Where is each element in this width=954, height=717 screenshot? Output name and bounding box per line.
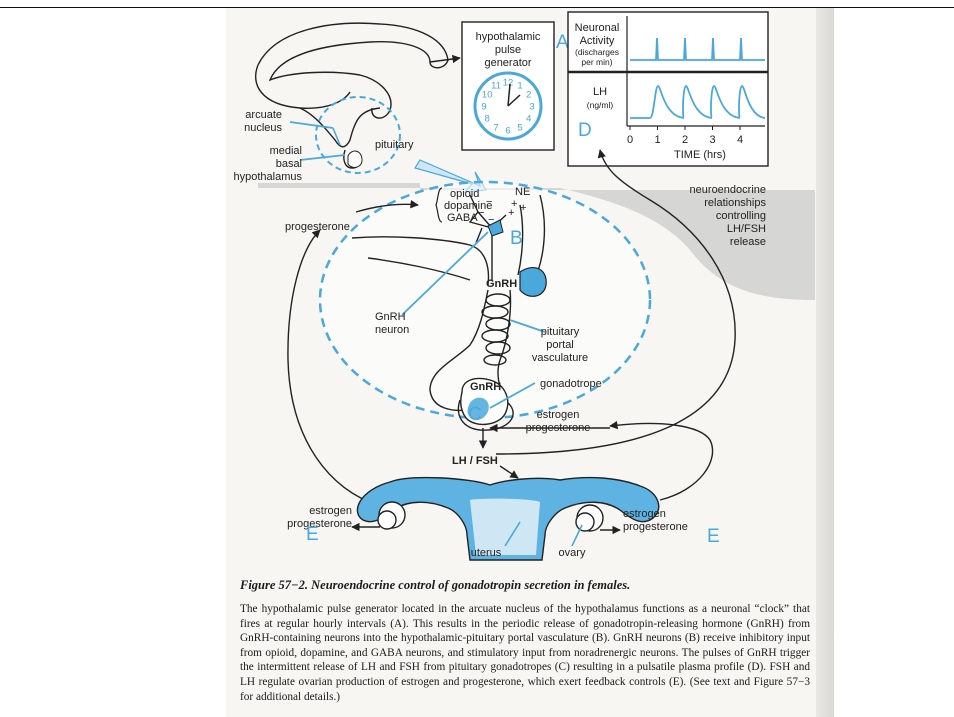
time-tick-label: 2 [682,134,688,146]
caption-title: Figure 57−2. Neuroendocrine control of g… [240,578,810,593]
clock-numeral: 6 [505,126,510,137]
neuroendocrine-label-2: relationships [704,197,766,209]
uterus-label: uterus [471,547,502,559]
neuronal-label-2: Activity [580,35,615,47]
arcuate-label-1: arcuate [245,109,282,121]
time-tick-label: 4 [737,134,743,146]
ne-label: NE [515,186,530,198]
clock-numeral: 2 [526,90,531,101]
lh-axis-label-2: (ng/ml) [587,100,614,110]
figure-caption: Figure 57−2. Neuroendocrine control of g… [240,578,810,704]
portal-label-2: portal [546,339,574,351]
clock-numeral: 3 [529,102,534,113]
clock-numeral: 9 [481,102,486,113]
clock-numeral: 8 [485,114,490,125]
estrogen-left-1: estrogen [309,505,352,517]
time-tick-label: 1 [654,134,660,146]
gnrh-neuron-label-1: GnRH [375,311,406,323]
neuronal-label-3: (discharges [575,47,619,57]
pulse-label-2: pulse [495,44,521,56]
time-axis-label: TIME (hrs) [674,149,726,161]
time-tick-label: 3 [709,134,715,146]
clock-numeral: 12 [503,78,514,89]
medial-label-2: basal [276,158,302,170]
gnrh-top-label: GnRH [486,278,517,290]
clock-numeral: 5 [517,122,522,133]
marker-e-right: E [707,526,720,547]
feedback-label-1: estrogen [537,409,580,421]
page-edge-shadow [816,8,834,717]
lh-axis-label-1: LH [593,86,607,98]
neuroendocrine-label-1: neuroendocrine [690,184,766,196]
figure-diagram: arcuate nucleus medial basal hypothalamu… [226,8,816,578]
medial-label-3: hypothalamus [234,171,303,183]
portal-label-1: pituitary [541,326,580,338]
ovary-label: ovary [559,547,586,559]
neuroendocrine-label-4: LH/FSH [727,223,766,235]
clock-numeral: 1 [517,81,522,92]
minus-1: − [486,196,492,208]
marker-b: B [510,228,523,249]
neuroendocrine-label-5: release [730,236,766,248]
estrogen-right-2: progesterone [623,521,688,533]
marker-d: D [578,120,592,141]
neuronal-label-4: per min) [581,57,612,67]
gnrh-bottom-label: GnRH [470,381,501,393]
inhibitor-opioid: opioid [450,188,479,200]
neuronal-label-1: Neuronal [575,22,620,34]
pituitary-shape [348,151,362,167]
marker-a: A [556,32,569,53]
pituitary-stalk-blob [520,268,546,297]
estrogen-left-2: progesterone [287,518,352,530]
plus-3: + [508,207,514,219]
pulse-label-1: hypothalamic [476,31,541,43]
neuroendocrine-label-3: controlling [716,210,766,222]
marker-c: C [468,404,482,425]
arcuate-label-2: nucleus [244,122,282,134]
pulse-label-3: generator [484,57,531,69]
clock-numeral: 4 [526,114,531,125]
estrogen-right-1: estrogen [623,508,666,520]
clock-numeral: 11 [491,81,501,92]
time-tick-label: 0 [627,134,633,146]
gnrh-neuron-label-2: neuron [375,324,409,336]
lh-fsh-to-uterus-arrow [500,466,518,478]
caption-body: The hypothalamic pulse generator located… [240,602,810,704]
pituitary-label: pituitary [375,139,414,151]
gonadotrope-label: gonadotrope [540,378,602,390]
portal-label-3: vasculature [532,352,588,364]
medial-label-1: medial [270,145,302,157]
progesterone-left-label: progesterone [285,221,350,233]
lh-fsh-label: LH / FSH [452,455,498,467]
clock-numeral: 7 [493,122,498,133]
marker-e-left: E [306,524,319,545]
